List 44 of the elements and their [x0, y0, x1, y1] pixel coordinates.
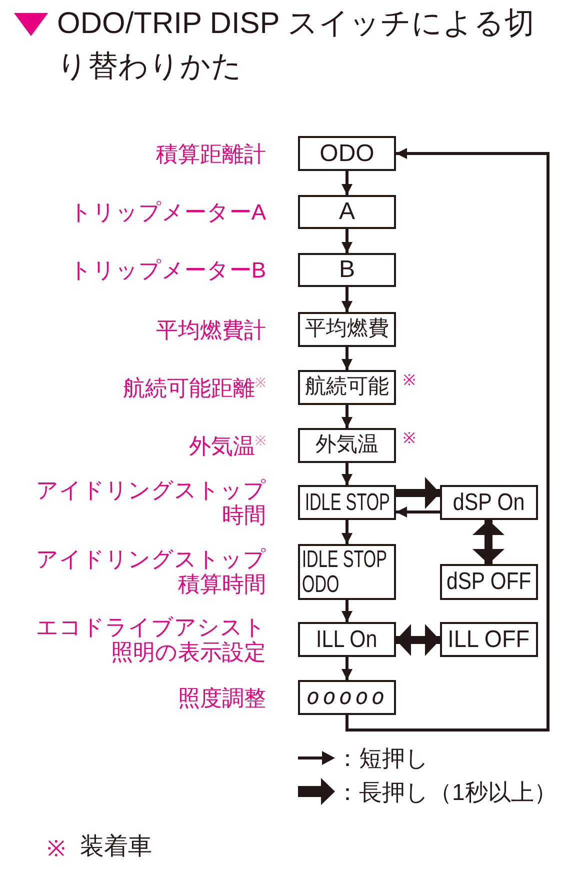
function-label: 航続可能距離$^{※}$	[123, 374, 266, 400]
function-label: アイドリングストップ時間	[35, 477, 266, 528]
double-arrow	[472, 520, 504, 564]
arrow	[342, 229, 352, 253]
display-text: dSP OFF	[446, 569, 532, 595]
function-label: トリップメーターA	[69, 199, 266, 225]
function-label: 外気温$^{※}$	[189, 432, 266, 458]
display-text: ILL OFF	[448, 626, 530, 652]
thick-arrow	[396, 477, 440, 509]
function-label: トリップメーターB	[69, 257, 266, 283]
display-text: 平均燃費	[305, 318, 389, 341]
legend-text: ：長押し（1秒以上）	[336, 778, 557, 806]
double-arrow	[396, 624, 440, 656]
function-label: エコドライブアシスト照明の表示設定	[35, 614, 266, 665]
arrow	[342, 171, 352, 195]
display-text: 外気温	[316, 434, 378, 457]
arrow	[342, 657, 352, 680]
arrow	[342, 600, 352, 622]
footnote-mark: ※	[403, 431, 416, 446]
display-text: A	[338, 199, 355, 225]
display-text: ooooo	[306, 686, 388, 710]
footnote-text: 装着車	[80, 833, 152, 862]
title: ODO/TRIP DISP スイッチによる切り替わりかた	[57, 6, 536, 85]
function-label: 積算距離計	[156, 140, 266, 166]
display-text: dSP On	[453, 490, 525, 516]
arrow	[342, 463, 352, 485]
arrow	[342, 520, 352, 544]
display-text: B	[338, 257, 355, 283]
display-text: ILL On	[316, 626, 378, 652]
arrow	[346, 148, 550, 732]
footnote-mark: ※	[47, 836, 65, 862]
function-label: アイドリングストップ積算時間	[35, 546, 266, 598]
function-label: 照度調整	[178, 684, 266, 710]
arrow	[342, 405, 352, 428]
function-label: 平均燃費計	[156, 316, 266, 342]
arrow	[342, 287, 352, 312]
display-text: 航続可能	[305, 376, 389, 399]
arrow	[396, 506, 440, 518]
footnote-mark: ※	[403, 373, 416, 388]
display-text: IDLE STOP	[304, 490, 390, 516]
legend-text: ：短押し	[336, 744, 429, 772]
display-text: ODO	[320, 140, 374, 166]
display-text: IDLE STOP ODO	[302, 546, 388, 598]
arrow	[342, 347, 352, 370]
